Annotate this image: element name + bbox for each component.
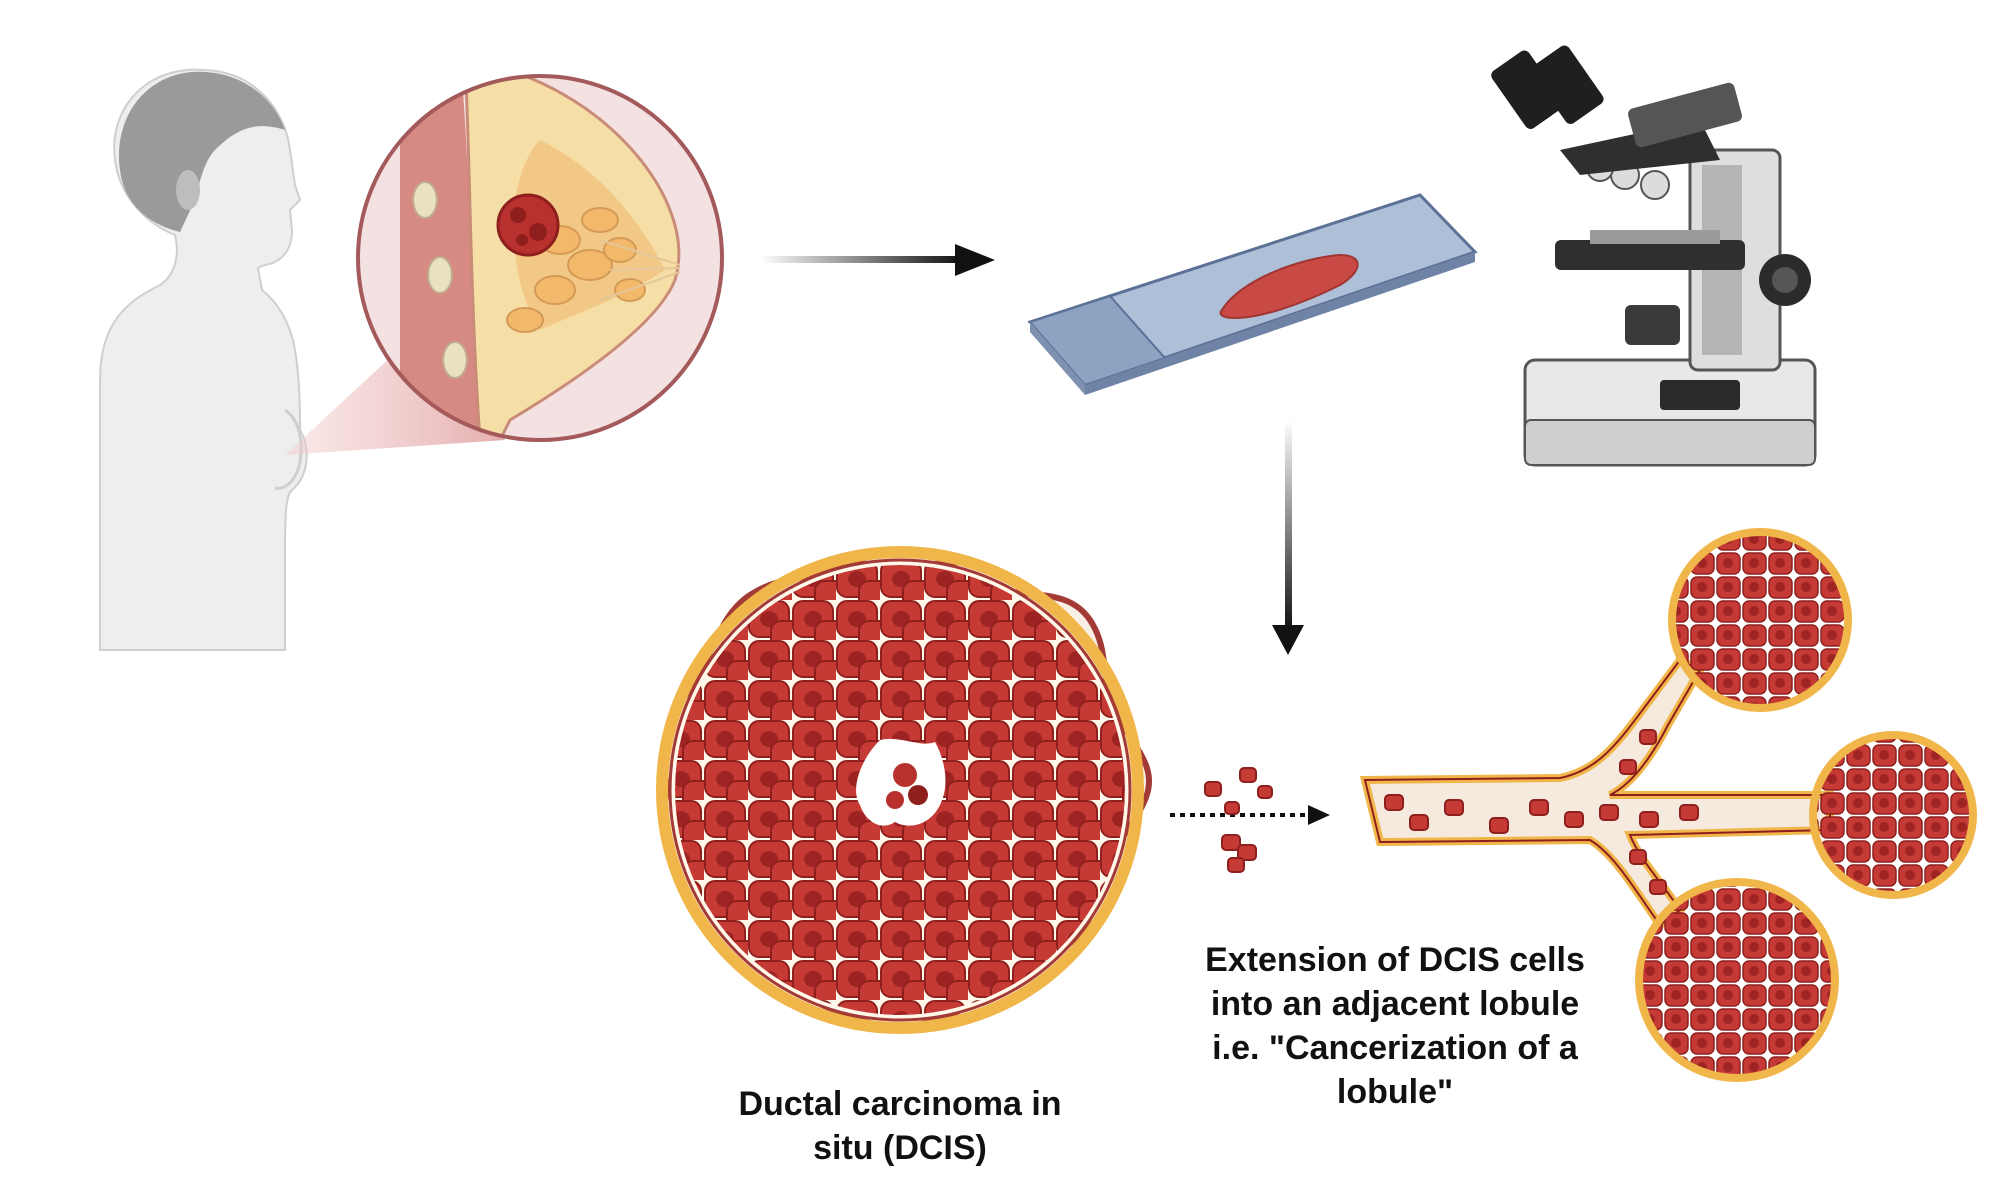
- migration-arrow: [1170, 805, 1330, 825]
- dcis-caption-line-2: situ (DCIS): [813, 1129, 987, 1167]
- extension-caption-line-2: into an adjacent lobule: [1210, 985, 1580, 1023]
- arrow-to-slide: [760, 244, 995, 276]
- microscope-icon: [1491, 45, 1817, 467]
- extension-caption-line-1: Extension of DCIS cells: [1205, 941, 1585, 979]
- extension-caption: Extension of DCIS cells into an adjacent…: [1180, 938, 1610, 1114]
- arrow-to-microscopy: [1272, 420, 1304, 655]
- woman-profile-icon: [99, 68, 308, 651]
- dcis-caption: Ductal carcinoma in situ (DCIS): [730, 1082, 1070, 1170]
- extension-caption-line-4: lobule": [1336, 1073, 1454, 1111]
- magnify-cone: [285, 330, 505, 455]
- lobule-branching-duct-icon: [1359, 528, 1977, 1082]
- migrating-cells: [1204, 767, 1273, 873]
- extension-caption-line-3: i.e. "Cancerization of a: [1212, 1029, 1578, 1067]
- breast-cross-section-icon: [356, 74, 724, 442]
- tissue-slide-icon: [1027, 193, 1478, 395]
- dcis-duct-cross-section-icon: [656, 546, 1153, 1034]
- dcis-caption-line-1: Ductal carcinoma in: [738, 1085, 1062, 1123]
